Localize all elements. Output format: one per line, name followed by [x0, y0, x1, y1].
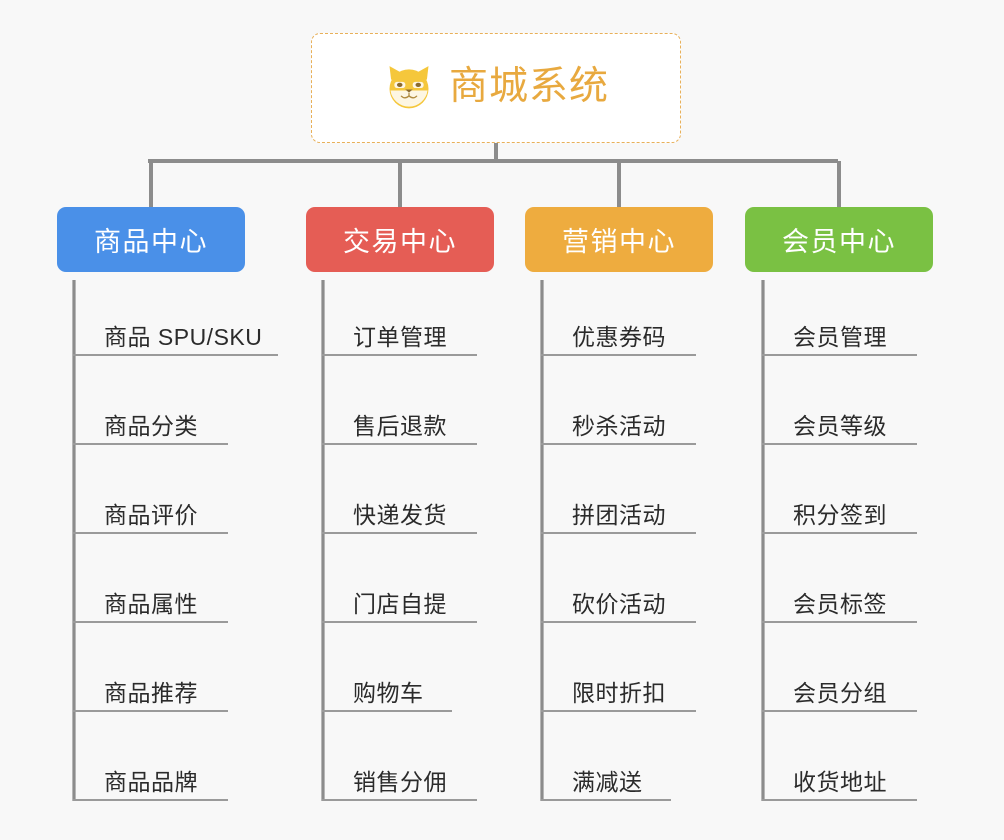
leaf-item-label: 商品分类: [104, 412, 198, 439]
category-header-member-center[interactable]: 会员中心: [745, 207, 933, 272]
leaf-item-label: 门店自提: [353, 590, 447, 617]
leaf-item-label: 会员标签: [793, 590, 887, 617]
leaf-item-label: 积分签到: [793, 501, 887, 528]
category-header-label: 会员中心: [782, 227, 896, 257]
leaf-item[interactable]: 优惠券码: [541, 310, 696, 356]
leaf-item-label: 商品品牌: [104, 768, 198, 795]
leaf-item[interactable]: 快递发货: [322, 488, 477, 534]
leaf-item-label: 商品评价: [104, 501, 198, 528]
category-header-label: 营销中心: [562, 227, 676, 257]
category-header-marketing-center[interactable]: 营销中心: [525, 207, 713, 272]
leaf-item-label: 拼团活动: [572, 501, 666, 528]
leaf-item[interactable]: 积分签到: [762, 488, 917, 534]
leaf-item[interactable]: 秒杀活动: [541, 399, 696, 445]
leaf-item[interactable]: 会员管理: [762, 310, 917, 356]
leaf-item-label: 快递发货: [353, 501, 447, 528]
dog-face-emoji: [389, 66, 429, 110]
root-title: 商城系统: [448, 65, 609, 108]
leaf-item[interactable]: 商品品牌: [73, 755, 228, 801]
leaf-item-label: 订单管理: [353, 323, 447, 350]
leaf-item[interactable]: 收货地址: [762, 755, 917, 801]
leaf-item[interactable]: 商品分类: [73, 399, 228, 445]
leaf-item[interactable]: 商品评价: [73, 488, 228, 534]
leaf-item-label: 限时折扣: [572, 679, 666, 706]
leaf-item-label: 商品属性: [104, 590, 198, 617]
leaf-item[interactable]: 砍价活动: [541, 577, 696, 623]
leaf-item-label: 秒杀活动: [572, 412, 666, 439]
leaf-item-label: 会员管理: [793, 323, 887, 350]
root-node[interactable]: 商城系统: [311, 33, 681, 143]
leaf-item[interactable]: 商品属性: [73, 577, 228, 623]
leaf-item[interactable]: 拼团活动: [541, 488, 696, 534]
leaf-item[interactable]: 会员等级: [762, 399, 917, 445]
leaf-item[interactable]: 售后退款: [322, 399, 477, 445]
leaf-item-label: 会员等级: [793, 412, 887, 439]
leaf-item-label: 砍价活动: [572, 590, 666, 617]
category-header-label: 交易中心: [343, 227, 457, 257]
leaf-item[interactable]: 销售分佣: [322, 755, 477, 801]
leaf-item-label: 销售分佣: [353, 768, 447, 795]
leaf-item[interactable]: 购物车: [322, 666, 452, 712]
leaf-item-label: 购物车: [353, 679, 424, 706]
leaf-item-label: 商品推荐: [104, 679, 198, 706]
leaf-item[interactable]: 商品 SPU/SKU: [73, 310, 278, 356]
category-header-product-center[interactable]: 商品中心: [57, 207, 245, 272]
leaf-item[interactable]: 商品推荐: [73, 666, 228, 712]
leaf-item[interactable]: 会员分组: [762, 666, 917, 712]
leaf-item-label: 收货地址: [793, 768, 887, 795]
category-header-label: 商品中心: [94, 227, 208, 257]
leaf-item[interactable]: 订单管理: [322, 310, 477, 356]
root-node-content: 商城系统: [383, 62, 609, 114]
leaf-item-label: 优惠券码: [572, 323, 666, 350]
leaf-item-label: 售后退款: [353, 412, 447, 439]
leaf-item-label: 满减送: [572, 768, 643, 795]
leaf-item-label: 会员分组: [793, 679, 887, 706]
leaf-item[interactable]: 限时折扣: [541, 666, 696, 712]
leaf-item[interactable]: 门店自提: [322, 577, 477, 623]
leaf-item[interactable]: 会员标签: [762, 577, 917, 623]
leaf-item[interactable]: 满减送: [541, 755, 671, 801]
leaf-item-label: 商品 SPU/SKU: [104, 323, 263, 350]
category-header-trade-center[interactable]: 交易中心: [306, 207, 494, 272]
